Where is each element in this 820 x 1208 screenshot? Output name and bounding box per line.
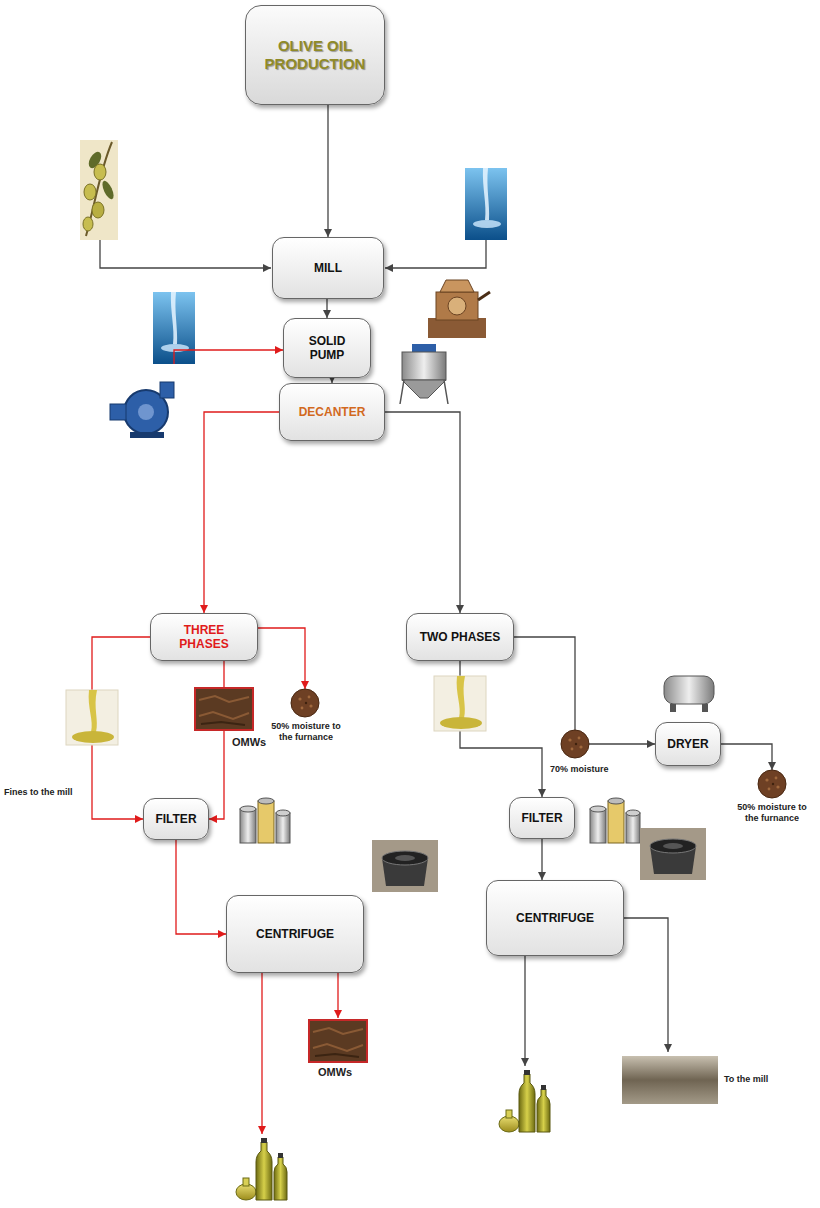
arrow-marker	[92, 105, 655, 934]
oil-bottles	[236, 1138, 287, 1200]
start-box: OLIVE OIL PRODUCTION	[245, 5, 385, 105]
oil-image	[66, 690, 118, 745]
olive-branch	[84, 184, 96, 200]
mill-grinder	[428, 318, 486, 338]
output-line	[715, 744, 772, 770]
node-label: MILL	[314, 261, 342, 275]
flow-arrow	[209, 661, 224, 819]
pump-icon	[130, 432, 164, 438]
olive-branch	[92, 202, 104, 218]
olive-branch	[100, 179, 116, 201]
note-label: OMWs	[232, 736, 276, 749]
output-line	[261, 965, 262, 1134]
mill-grinder	[436, 292, 478, 320]
mill-grinder	[448, 297, 466, 315]
pump-icon	[160, 382, 174, 398]
pump-icon	[110, 404, 126, 420]
process-box: THREE PHASES	[150, 613, 258, 661]
pomace-image	[561, 730, 589, 758]
dryer-icon	[664, 676, 714, 704]
decanter-tank	[400, 344, 448, 404]
oil-bottles	[499, 1070, 550, 1132]
note-label: To the mill	[724, 1074, 804, 1085]
decanter-tank	[402, 352, 446, 380]
process-box: CENTRIFUGE	[226, 895, 364, 973]
flow-arrow	[204, 412, 279, 613]
process-box: CENTRIFUGE	[486, 880, 624, 956]
flow-arrow	[326, 299, 327, 318]
feed-line	[174, 350, 283, 364]
dryer-icon	[664, 676, 714, 712]
dryer-icon	[670, 704, 676, 712]
node-label: FILTER	[155, 812, 196, 826]
mill-grinder	[440, 280, 474, 292]
omw-image	[309, 1020, 367, 1062]
note-label: OMWs	[318, 1066, 366, 1079]
sludge-image	[622, 1056, 718, 1104]
node-label: TWO PHASES	[420, 630, 501, 644]
olive-branch	[83, 217, 93, 231]
pump-icon	[110, 382, 174, 438]
flow-arrow	[327, 105, 328, 237]
note-label: 70% moisture	[550, 764, 640, 775]
process-box: SOLID PUMP	[283, 318, 371, 378]
node-label: THREE PHASES	[160, 623, 248, 652]
olive-branch	[94, 164, 106, 180]
node-label: DECANTER	[299, 405, 366, 419]
pump-icon	[138, 404, 154, 420]
process-box: DECANTER	[279, 383, 385, 441]
feed-line	[100, 240, 271, 268]
node-label: CENTRIFUGE	[516, 911, 594, 925]
pomace-image	[291, 689, 319, 717]
mill-grinder	[428, 280, 490, 338]
flow-arrow	[541, 839, 542, 880]
flow-arrow	[176, 840, 226, 934]
node-label: FILTER	[521, 811, 562, 825]
node-label: SOLID PUMP	[293, 334, 361, 363]
decanter-tank	[400, 380, 448, 404]
output-line	[618, 918, 668, 1052]
process-box: MILL	[272, 237, 384, 299]
output-line	[524, 950, 525, 1066]
flow-arrow	[514, 637, 655, 744]
note-label: Fines to the mill	[4, 787, 90, 798]
omw-image	[195, 688, 253, 730]
oil-image	[434, 676, 486, 731]
dryer-icon	[702, 704, 708, 712]
decanter-tank	[402, 380, 446, 398]
note-label: 50% moisture to the furnance	[732, 802, 812, 824]
note-label: 50% moisture to the furnance	[268, 721, 344, 743]
process-box: FILTER	[509, 797, 575, 839]
mill-grinder	[478, 292, 490, 300]
filter-image	[590, 798, 640, 843]
process-box: TWO PHASES	[406, 613, 514, 661]
node-label: CENTRIFUGE	[256, 927, 334, 941]
pomace-image	[758, 770, 786, 798]
decanter-tank	[412, 344, 436, 352]
water-image	[465, 168, 507, 240]
process-box: FILTER	[143, 798, 209, 840]
filter-image	[240, 798, 290, 843]
process-box: DRYER	[655, 722, 721, 766]
node-label: OLIVE OIL PRODUCTION	[255, 37, 375, 73]
output-line	[250, 628, 305, 689]
node-label: DRYER	[667, 737, 709, 751]
olive-branch	[80, 140, 118, 240]
centrifuge-image	[372, 840, 438, 892]
feed-line	[385, 240, 486, 268]
flow-arrow	[385, 412, 460, 613]
olive-branch	[80, 140, 118, 240]
centrifuge-image	[640, 828, 706, 880]
